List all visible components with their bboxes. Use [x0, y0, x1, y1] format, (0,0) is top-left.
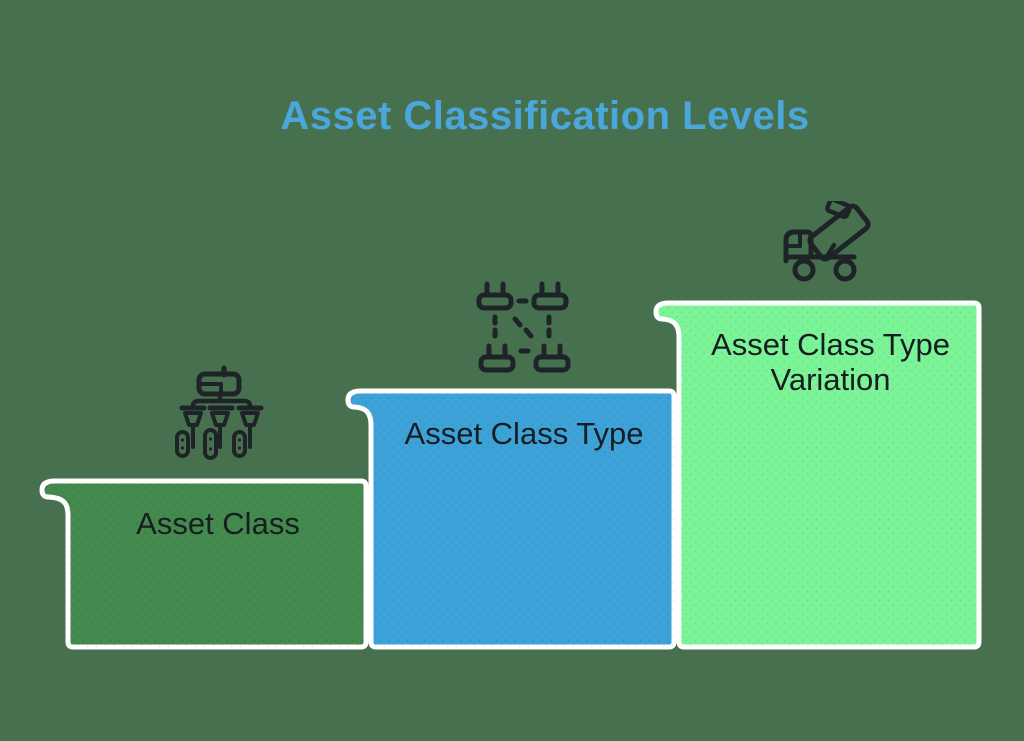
- asset-class-type-label: Asset Class Type: [404, 416, 644, 451]
- dump-truck-icon: [783, 201, 871, 282]
- asset-class-block-texture: [42, 481, 366, 647]
- seeder-capsule-dots: [180, 437, 242, 451]
- asset-class-type-variation-block-texture: [656, 303, 979, 647]
- asset-class-type-variation-label: Asset Class Type Variation: [711, 327, 950, 397]
- plugs-connection-icon: [476, 281, 571, 373]
- seeder-machine-icon: [175, 365, 264, 460]
- asset-class-type-block-texture: [348, 391, 674, 647]
- asset-class-label: Asset Class: [136, 506, 300, 541]
- page-title: Asset Classification Levels: [280, 94, 810, 138]
